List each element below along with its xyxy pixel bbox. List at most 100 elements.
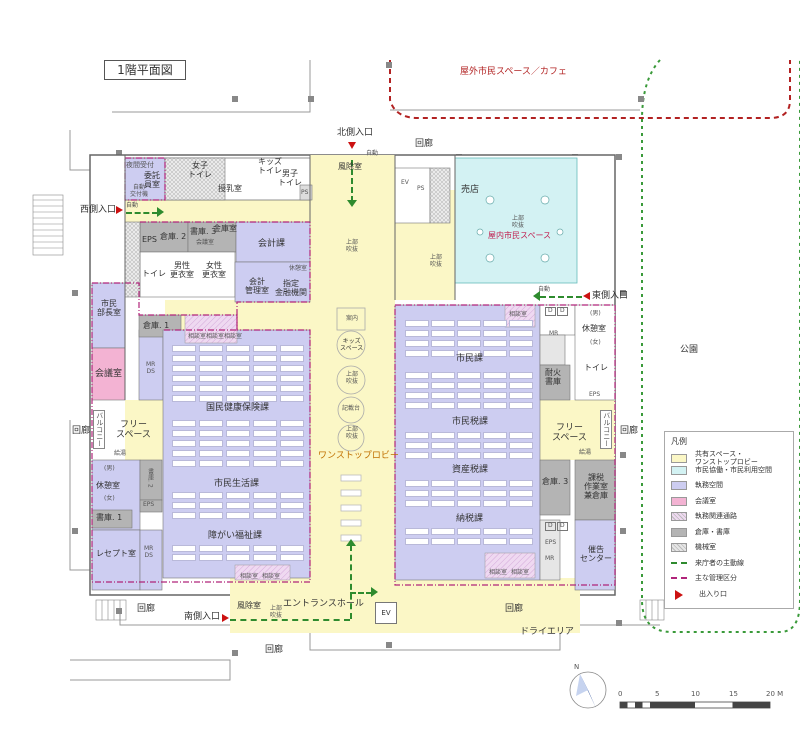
desk xyxy=(280,375,304,382)
desk xyxy=(509,490,533,497)
desk xyxy=(253,395,277,402)
consult-room-7: 相談室 xyxy=(489,569,508,576)
room-consign: 委託 員室 xyxy=(144,171,160,189)
desk xyxy=(405,528,429,535)
rest-west: 休憩室 xyxy=(96,481,120,490)
desk xyxy=(253,355,277,362)
room-storage-3: 倉庫. 3 xyxy=(542,477,569,486)
desk xyxy=(280,492,304,499)
entrance-south-icon xyxy=(222,614,229,622)
desk xyxy=(509,452,533,459)
room-director: 市民 部長室 xyxy=(97,299,121,317)
room-vending: 自動 交付機 xyxy=(130,184,149,198)
desk xyxy=(431,382,455,389)
writing-desk-label: 記載台 xyxy=(342,405,361,412)
legend-swatch xyxy=(671,527,687,537)
legend-item: 主な管理区分 xyxy=(671,574,737,582)
desk xyxy=(280,450,304,457)
room-mr-east-2: MR xyxy=(545,555,555,562)
route-south-east-arrow xyxy=(371,587,378,597)
desk xyxy=(199,492,223,499)
room-storage-1: 倉庫. 1 xyxy=(143,321,170,330)
legend-item: 市民協働・市民利用空間 xyxy=(671,465,772,475)
atrium-label-2: 上部 吹抜 xyxy=(346,371,359,385)
desk xyxy=(172,420,196,427)
room-ps-2: PS xyxy=(417,185,425,192)
desk xyxy=(431,402,455,409)
atrium-label-4: 上部 吹抜 xyxy=(430,254,443,268)
desk xyxy=(226,375,250,382)
desk xyxy=(253,512,277,519)
desk xyxy=(405,500,429,507)
desk xyxy=(509,480,533,487)
room-rest-east-female: (女) xyxy=(590,339,601,346)
dry-area-label: ドライエリア xyxy=(520,627,574,637)
desk xyxy=(509,372,533,379)
desk xyxy=(483,402,507,409)
free-space-west: フリー スペース xyxy=(116,420,151,440)
entrance-north-label: 北側入口 xyxy=(337,128,374,138)
desk xyxy=(199,355,223,362)
dept-municipal-tax: 市民税課 xyxy=(452,417,489,427)
room-mr-east: MR xyxy=(549,330,559,337)
desk xyxy=(457,500,481,507)
desk xyxy=(431,340,455,347)
room-locker-female: 女性 更衣室 xyxy=(202,261,226,279)
desk xyxy=(226,502,250,509)
desk xyxy=(172,460,196,467)
desk xyxy=(172,385,196,392)
hot-water-west: 給湯 xyxy=(114,450,127,457)
corridor-north: 回廊 xyxy=(415,139,434,149)
scale-tick-20: 20 M xyxy=(766,690,784,698)
room-nursing: 授乳室 xyxy=(218,184,242,193)
room-wc-male: 男子 トイレ xyxy=(278,169,302,187)
desk xyxy=(226,345,250,352)
desk xyxy=(280,395,304,402)
desk xyxy=(457,402,481,409)
desk xyxy=(280,430,304,437)
desk xyxy=(457,442,481,449)
desk xyxy=(431,432,455,439)
route-west xyxy=(126,212,158,214)
room-night: 夜間受付 xyxy=(126,161,154,169)
desk xyxy=(280,345,304,352)
desk xyxy=(405,320,429,327)
room-d-1: D xyxy=(545,307,556,316)
room-ev-north: EV xyxy=(401,179,409,186)
room-document-2: 書庫. 2 xyxy=(146,468,154,488)
route-north-arrow xyxy=(347,200,357,207)
desk xyxy=(509,528,533,535)
consult-room-4: 相談室 xyxy=(240,573,259,580)
desk xyxy=(483,340,507,347)
desk xyxy=(199,365,223,372)
auto-door-west: 自動 xyxy=(126,202,139,209)
desk xyxy=(509,432,533,439)
desk xyxy=(483,330,507,337)
desk xyxy=(226,440,250,447)
desk xyxy=(226,355,250,362)
room-shop: 売店 xyxy=(461,185,480,195)
desk xyxy=(457,538,481,545)
desk xyxy=(226,460,250,467)
desk xyxy=(226,450,250,457)
dept-civic-life: 市民生活課 xyxy=(214,479,260,489)
desk xyxy=(457,452,481,459)
legend-swatch xyxy=(671,543,687,552)
room-wc-west: トイレ xyxy=(142,269,166,278)
desk xyxy=(431,500,455,507)
desk xyxy=(431,490,455,497)
desk xyxy=(226,545,250,552)
atrium-label-6: 上部 吹抜 xyxy=(270,605,283,619)
desk xyxy=(431,392,455,399)
desk xyxy=(172,545,196,552)
desk xyxy=(280,420,304,427)
desk xyxy=(405,480,429,487)
legend-label: 主な管理区分 xyxy=(695,574,737,582)
rest-west-female: (女) xyxy=(104,495,115,502)
consult-room-6: 相談室 xyxy=(509,311,528,318)
desk xyxy=(509,350,533,357)
desk xyxy=(509,382,533,389)
room-dunning-center: 催告 センター xyxy=(580,545,612,563)
legend-swatch xyxy=(671,481,687,490)
desk xyxy=(172,345,196,352)
